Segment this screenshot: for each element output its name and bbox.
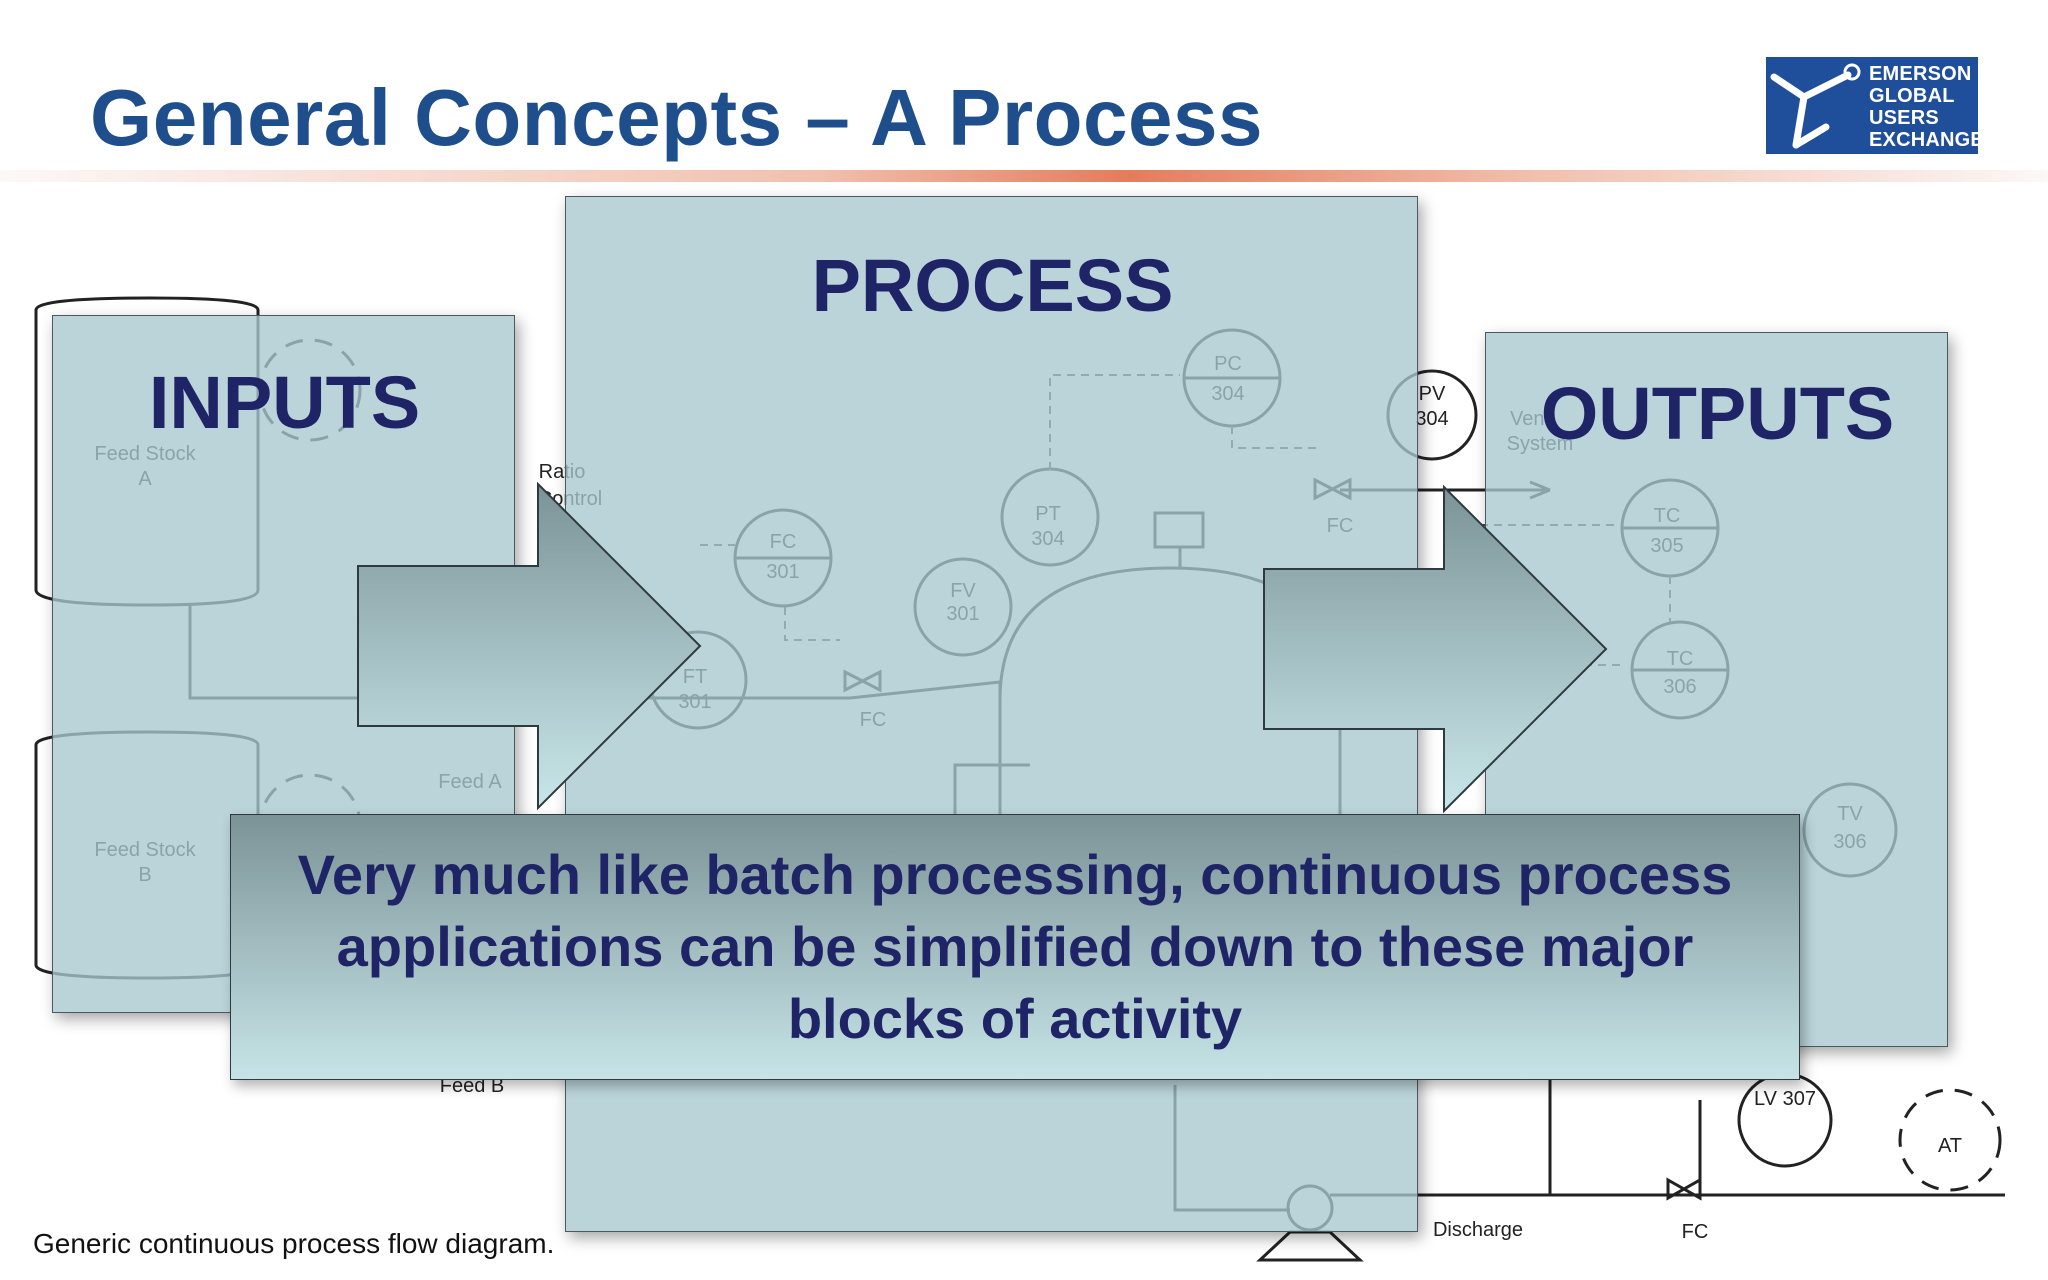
logo-line-2: GLOBAL [1869,85,1955,107]
svg-text:304: 304 [1415,408,1448,430]
svg-text:LV 307: LV 307 [1754,1088,1816,1110]
svg-text:AT: AT [1938,1135,1962,1157]
summary-callout: Very much like batch processing, continu… [230,814,1800,1080]
logo-line-3: USERS [1869,107,1939,129]
svg-text:PV: PV [1419,383,1446,405]
logo-line-1: EMERSON [1869,63,1972,85]
valve-307-icon [1666,1177,1702,1201]
logo-line-4: EXCHANGE [1869,129,1984,151]
slide-title: General Concepts – A Process [90,73,1263,162]
right-arrow-icon [1263,485,1608,814]
title-divider [0,170,2048,182]
svg-text:Feed B: Feed B [440,1075,504,1097]
svg-text:Discharge: Discharge [1433,1219,1523,1241]
right-arrow-icon [357,482,702,811]
logo-emblem-icon [1770,63,1861,149]
summary-text: Very much like batch processing, continu… [297,843,1733,1050]
outputs-label: OUTPUTS [1540,372,1895,455]
inputs-label: INPUTS [148,361,421,444]
svg-text:FC: FC [1682,1221,1709,1243]
process-label: PROCESS [811,244,1174,327]
figure-caption: Generic continuous process flow diagram. [33,1228,555,1259]
emerson-logo: EMERSON GLOBAL USERS EXCHANGE [1766,57,1984,154]
